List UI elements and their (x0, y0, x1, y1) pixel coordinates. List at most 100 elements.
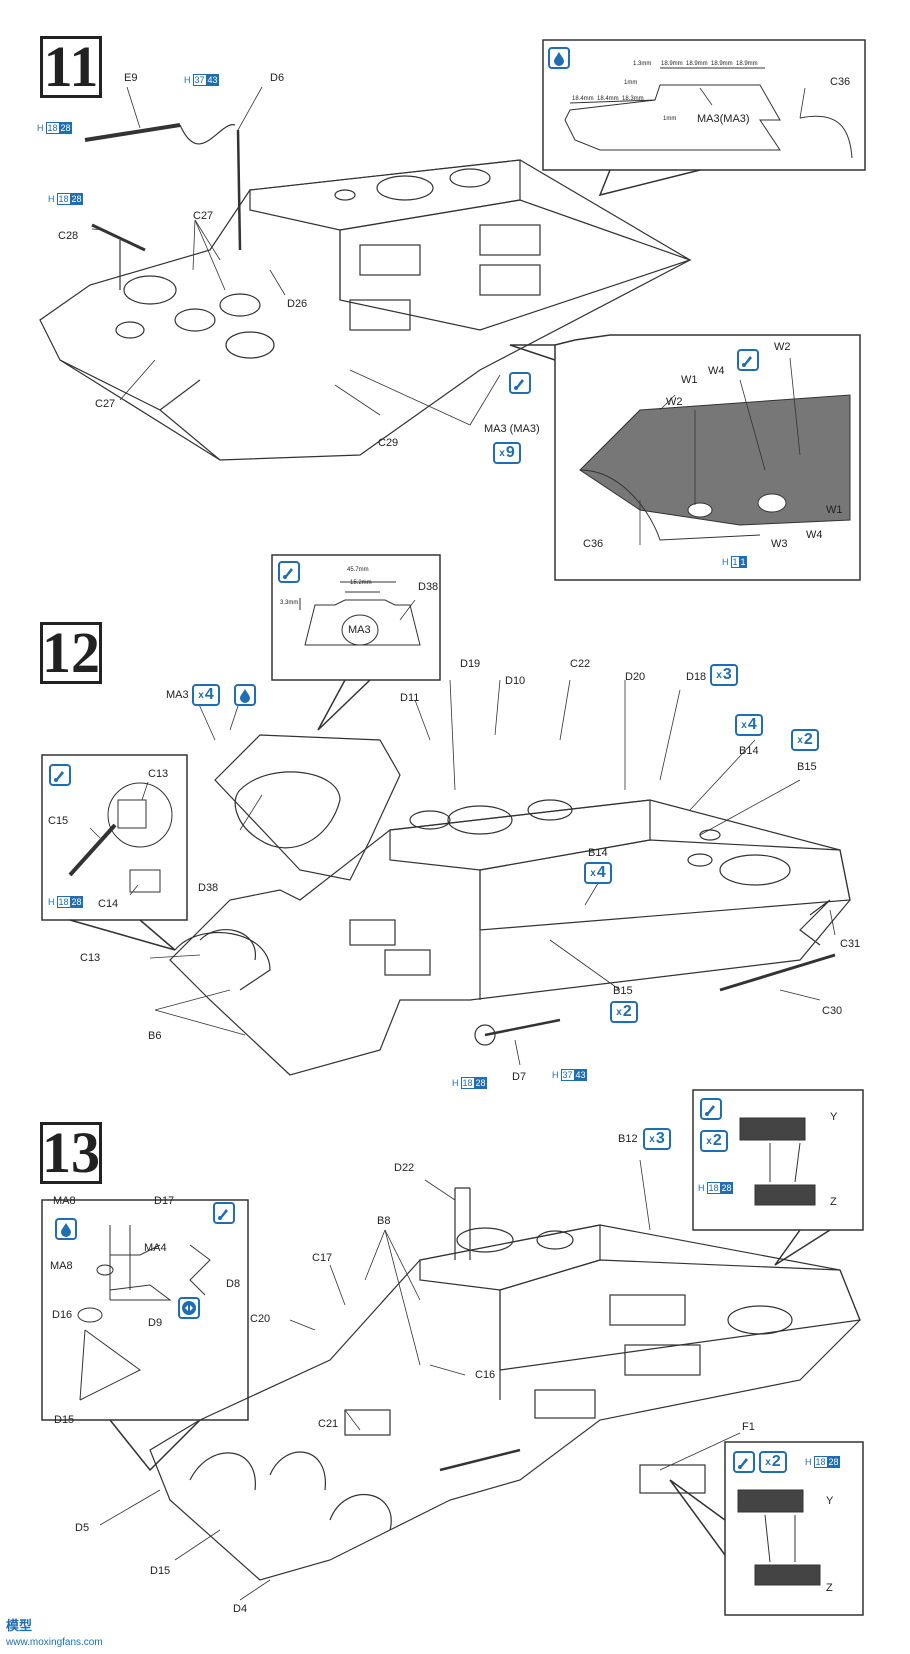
inset-dim-18-9a: 18.9mm (661, 61, 683, 67)
glue-icon-step13-yz-bottom (733, 1451, 755, 1473)
label-d19: D19 (460, 658, 481, 670)
label-z-top: Z (830, 1196, 837, 1208)
glue-icon-step13-yz-top (700, 1098, 722, 1120)
label-c16: C16 (475, 1369, 496, 1381)
label-w2-right: W2 (774, 341, 791, 353)
step13-hull-drawing (149, 1187, 861, 1581)
inset-dim-15-2: 15.2mm (350, 580, 372, 586)
inset-dim-18-9c: 18.9mm (711, 61, 733, 67)
label-c13: C13 (80, 952, 101, 964)
label-c31: C31 (840, 938, 861, 950)
step12-left-inset-frame (41, 754, 188, 921)
inset-dim-18-9b: 18.9mm (686, 61, 708, 67)
step13-left-inset-frame (41, 1199, 249, 1421)
step-number-11: 11 (40, 36, 102, 98)
label-d17: D17 (154, 1195, 175, 1207)
label-c29: C29 (378, 437, 399, 449)
step11-d6-antenna (236, 86, 263, 251)
label-d26: D26 (287, 298, 308, 310)
label-w1-top: W1 (681, 374, 698, 386)
label-d15-inset: D15 (54, 1414, 75, 1426)
label-y-top: Y (830, 1111, 838, 1123)
label-w2-left: W2 (666, 396, 683, 408)
label-e9: E9 (124, 72, 138, 84)
label-w4-bottom: W4 (806, 529, 823, 541)
inset-dim-18-3: 18.3mm (622, 96, 644, 102)
label-b14-top: B14 (739, 745, 759, 757)
label-c28: C28 (58, 230, 79, 242)
label-c36-inset: C36 (583, 538, 604, 550)
inset-dim-3-3: 3.3mm (280, 600, 299, 606)
label-c21: C21 (318, 1418, 339, 1430)
label-d9: D9 (148, 1317, 163, 1329)
label-d15: D15 (150, 1565, 171, 1577)
step13-top-right-inset-frame (692, 1089, 864, 1231)
glue-icon-step12-left-inset (49, 764, 71, 786)
label-c17: C17 (312, 1252, 333, 1264)
cement-drop-icon-step12 (234, 684, 256, 706)
label-d6: D6 (270, 72, 285, 84)
label-d38: D38 (198, 882, 219, 894)
step13-bottom-right-inset-frame (724, 1441, 864, 1616)
label-w4-top: W4 (708, 365, 725, 377)
inset-label-c36: C36 (830, 76, 851, 88)
label-b15-mid: B15 (613, 985, 633, 997)
label-ma8-top: MA8 (53, 1195, 76, 1207)
label-w1-bottom: W1 (826, 504, 843, 516)
inset-label-ma3: MA3(MA3) (697, 113, 750, 125)
label-c15: C15 (48, 815, 69, 827)
label-d11: D11 (400, 692, 420, 704)
label-c27-bottom: C27 (95, 398, 116, 410)
step11-hull-drawing (39, 159, 692, 461)
label-c13-inset: C13 (148, 768, 169, 780)
glue-icon-step11-main (509, 372, 531, 394)
step11-c28-part (91, 223, 146, 290)
cement-drop-icon-step13-inset (55, 1218, 77, 1240)
glue-icon-step11-inset (737, 349, 759, 371)
label-d10: D10 (505, 675, 526, 687)
label-c27-top: C27 (193, 210, 214, 222)
inset-dim-45-7: 45.7mm (347, 567, 369, 573)
inset-dim-18-4b: 18.4mm (597, 96, 619, 102)
cement-drop-icon-step11-inset (548, 47, 570, 69)
label-d38-inset: D38 (418, 581, 439, 593)
label-b6: B6 (148, 1030, 162, 1042)
label-b12: B12 (618, 1133, 638, 1145)
label-w3: W3 (771, 538, 788, 550)
label-d4: D4 (233, 1603, 248, 1615)
label-f1: F1 (742, 1421, 755, 1433)
label-d16: D16 (52, 1309, 73, 1321)
watermark-url: www.moxingfans.com (6, 1637, 103, 1648)
step-number-12: 12 (40, 620, 102, 685)
glue-icon-step12-inset (278, 561, 300, 583)
label-d20: D20 (625, 671, 646, 683)
inset-dim-18-4a: 18.4mm (572, 96, 594, 102)
movable-joint-icon (178, 1297, 200, 1319)
label-c14: C14 (98, 898, 119, 910)
label-b15-top: B15 (797, 761, 817, 773)
label-d18: D18 (686, 671, 707, 683)
step11-top-inset-frame (542, 39, 866, 171)
label-b8: B8 (377, 1215, 391, 1227)
step12-hull-drawing (169, 734, 851, 1076)
label-c20: C20 (250, 1313, 271, 1325)
label-ma4: MA4 (144, 1242, 167, 1254)
step-number-13: 13 (40, 1120, 102, 1185)
label-c22: C22 (570, 658, 591, 670)
label-z-bottom: Z (826, 1582, 833, 1594)
